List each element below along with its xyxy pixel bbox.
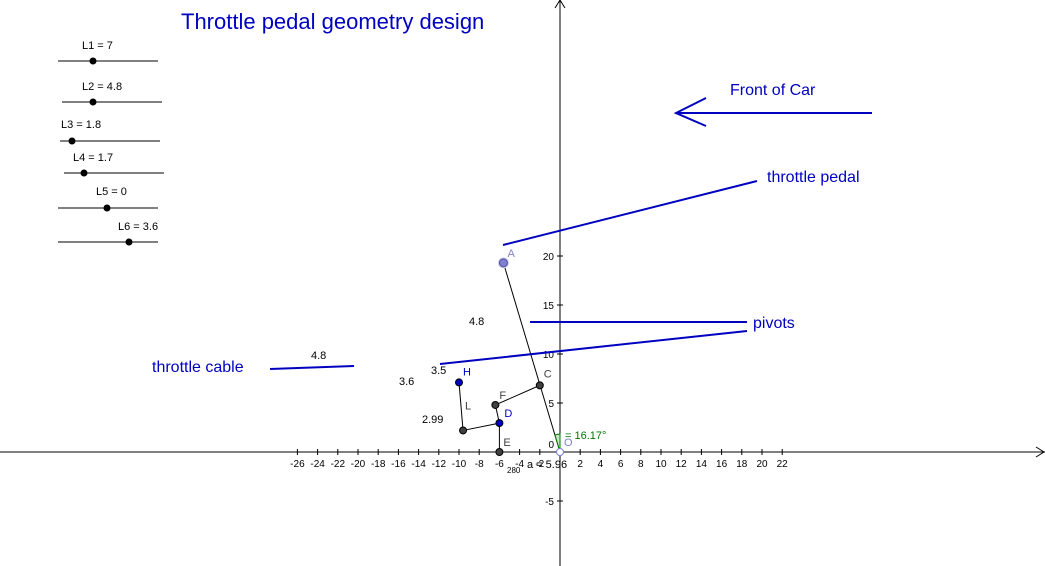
y-tick-label: 15 <box>543 301 555 312</box>
point-f <box>491 400 500 409</box>
angle-marker <box>554 433 561 453</box>
y-tick-label: 20 <box>543 252 555 263</box>
slider-label: L6 = 3.6 <box>118 221 159 233</box>
slider-label: L3 = 1.8 <box>61 119 102 131</box>
front-of-car-label: Front of Car <box>730 82 816 99</box>
point-label-d: D <box>504 408 512 420</box>
segment-pedal-ao <box>502 262 561 453</box>
slider-knob[interactable] <box>89 98 97 106</box>
point-c <box>535 381 544 390</box>
x-tick-label: -6 <box>495 459 504 470</box>
x-tick-label: -2 <box>535 459 544 470</box>
throttle-cable-label: throttle cable <box>152 359 244 376</box>
label-ld-length: 3.6 <box>399 376 414 388</box>
y-tick-label: 0 <box>548 440 554 451</box>
x-tick-label: -4 <box>515 459 524 470</box>
x-tick-label: -22 <box>331 459 346 470</box>
x-tick-label: -12 <box>432 459 447 470</box>
x-tick-label: 14 <box>696 459 708 470</box>
label-a: a = 5.96 <box>527 459 567 471</box>
label-de-length: 2.99 <box>422 414 443 426</box>
x-tick-label: 18 <box>736 459 748 470</box>
slider-knob[interactable] <box>89 57 97 65</box>
label-lh-length: 4.8 <box>311 350 326 362</box>
slider-label: L2 = 4.8 <box>82 81 123 93</box>
segment-cf <box>495 384 541 406</box>
slider-knob[interactable] <box>125 238 133 246</box>
x-tick-label: 8 <box>638 459 644 470</box>
slider-label: L1 = 7 <box>82 40 113 52</box>
point-label-h: H <box>463 366 471 378</box>
throttle-pedal-label: throttle pedal <box>767 169 860 186</box>
point-h <box>455 378 463 387</box>
point-e <box>495 448 504 456</box>
y-tick-label: 10 <box>543 350 555 361</box>
x-tick-label: 10 <box>655 459 667 470</box>
y-axis-arrow <box>554 0 566 9</box>
sliders[interactable] <box>58 57 164 246</box>
point-label-e: E <box>503 437 510 449</box>
throttle-cable-pointer <box>269 365 355 370</box>
point-d <box>495 419 504 428</box>
x-tick-label: -16 <box>391 459 406 470</box>
point-l <box>459 426 468 435</box>
y-tick-label: 5 <box>548 399 554 410</box>
throttle-pedal-pointer <box>502 180 758 246</box>
x-tick-label: -26 <box>290 459 305 470</box>
label-fd-length: 3.5 <box>431 365 446 377</box>
point-o <box>556 448 564 456</box>
annotation-lines <box>269 97 872 370</box>
point-label-a: A <box>507 248 515 260</box>
point-label-l: L <box>465 400 471 412</box>
x-tick-label: 22 <box>777 459 789 470</box>
x-tick-label: -18 <box>371 459 386 470</box>
x-tick-label: -20 <box>351 459 366 470</box>
point-label-o: O <box>564 437 573 449</box>
slider-knob[interactable] <box>68 137 76 145</box>
label-280: 280 <box>507 466 521 475</box>
x-tick-label: -8 <box>475 459 484 470</box>
diagram-title: Throttle pedal geometry design <box>181 9 485 34</box>
x-tick-label: 20 <box>756 459 768 470</box>
point-label-f: F <box>499 390 506 402</box>
slider-knob[interactable] <box>80 169 88 177</box>
x-tick-label: -10 <box>452 459 467 470</box>
point-label-c: C <box>544 368 552 380</box>
x-tick-label: 16 <box>716 459 728 470</box>
slider-label: L5 = 0 <box>96 186 127 198</box>
x-tick-label: 12 <box>676 459 688 470</box>
pedal-geometry: A C FD E L H O 4.8 4.8 3.6 3.5 2.99 a = 5.96 280 = 16.… <box>311 248 606 475</box>
x-tick-label: 6 <box>618 459 624 470</box>
x-tick-label: 4 <box>598 459 604 470</box>
x-axis-arrow <box>1035 446 1045 458</box>
point-a <box>498 258 508 268</box>
y-tick-label: -5 <box>545 497 554 508</box>
label-cf-length: 4.8 <box>469 316 484 328</box>
pivots-label: pivots <box>753 315 795 332</box>
x-tick-label: -14 <box>411 459 426 470</box>
slider-label: L4 = 1.7 <box>73 152 114 164</box>
segment-lh <box>458 382 464 431</box>
front-arrow-head <box>673 97 707 127</box>
x-tick-label: 2 <box>577 459 583 470</box>
pivot-pointer-f <box>439 330 748 365</box>
slider-knob[interactable] <box>103 204 111 212</box>
x-tick-label: -24 <box>310 459 325 470</box>
segment-dl <box>462 422 500 431</box>
label-angle: = 16.17° <box>565 430 606 442</box>
